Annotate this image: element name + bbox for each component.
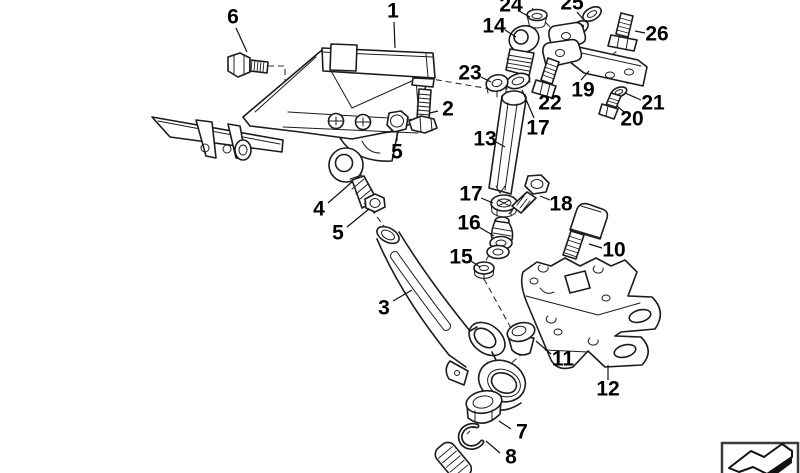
angled-arrow-emblem-icon <box>728 443 793 473</box>
part-label-21-15: 21 <box>641 92 665 115</box>
part-label-10-22: 10 <box>602 239 625 262</box>
part-10-bolt-drawing <box>562 202 609 260</box>
part-label-16-20: 16 <box>457 212 480 235</box>
part-12-bracket-drawing <box>520 257 662 370</box>
part-label-13-7: 13 <box>473 128 496 151</box>
callout-leader-20-16 <box>616 105 625 113</box>
part-label-25-11: 25 <box>560 0 584 15</box>
part-label-17-19: 17 <box>459 183 482 206</box>
part-label-5-5: 5 <box>332 222 344 245</box>
part-label-2-2: 2 <box>442 98 454 121</box>
part-23-nut-drawing <box>485 73 509 98</box>
callout-leader-21-15 <box>624 92 642 101</box>
callout-leader-4-4 <box>327 181 353 204</box>
part-label-17-17: 17 <box>526 117 549 140</box>
callout-leader-25-11 <box>576 11 584 20</box>
callout-leader-10-22 <box>588 243 603 249</box>
part-label-5-3: 5 <box>391 141 403 164</box>
part-label-12-24: 12 <box>596 378 619 401</box>
callout-leader-3-6 <box>392 289 413 302</box>
part-13-damper-drawing <box>488 90 527 195</box>
part-20-bolt-drawing <box>598 92 622 120</box>
callout-leader-11-23 <box>535 340 552 355</box>
part-5-nut-lower-drawing <box>364 193 386 213</box>
part-4-rod-end-drawing <box>328 147 378 209</box>
part-19-bracket-drawing <box>542 21 648 87</box>
part-5-nut-upper-drawing <box>386 110 409 133</box>
corner-logo <box>720 441 800 473</box>
part-label-20-16: 20 <box>620 108 643 131</box>
callout-leader-14-9 <box>504 29 517 38</box>
part-17-washer-upper-drawing <box>505 72 531 90</box>
part-9-bolt-drawing <box>434 441 473 473</box>
part-label-23-8: 23 <box>458 62 481 85</box>
part-label-19-13: 19 <box>571 79 594 102</box>
part-16-bushing-drawing <box>486 216 514 260</box>
part-label-18-18: 18 <box>549 193 573 216</box>
callout-leader-2-2 <box>429 110 439 114</box>
part-label-22-14: 22 <box>538 92 561 115</box>
part-11-bushing-drawing <box>506 321 536 356</box>
callout-leader-1-1 <box>393 21 396 49</box>
part-label-4-4: 4 <box>313 198 325 221</box>
callout-leader-15-21 <box>470 260 481 268</box>
callout-leader-13-7 <box>495 141 506 148</box>
part-22-bolt-drawing <box>531 57 560 99</box>
part-label-26-12: 26 <box>645 23 668 46</box>
callout-leader-18-18 <box>539 195 551 201</box>
part-label-7-25: 7 <box>516 421 528 444</box>
part-label-8-26: 8 <box>505 446 517 469</box>
part-label-24-10: 24 <box>499 0 523 17</box>
part-label-3-6: 3 <box>378 297 390 320</box>
callout-leader-8-26 <box>485 440 501 454</box>
callout-leader-19-13 <box>580 70 590 81</box>
callout-leader-7-25 <box>498 420 512 430</box>
part-18-bolt-drawing <box>511 174 550 214</box>
part-7-bushing-drawing <box>465 389 503 424</box>
part-label-14-9: 14 <box>482 15 506 38</box>
angled-arrow-emblem-shadow <box>768 457 792 473</box>
part-26-bolt-drawing <box>607 12 638 52</box>
callout-leader-23-8 <box>480 76 492 83</box>
part-24-bushing-drawing <box>526 8 548 29</box>
callout-leader-6-0 <box>235 27 248 53</box>
callout-leader-5-5 <box>346 208 370 228</box>
part-label-15-21: 15 <box>449 246 473 269</box>
part-label-1-1: 1 <box>387 0 399 23</box>
part-2-bolt-drawing <box>408 88 438 134</box>
part-label-6-0: 6 <box>227 6 239 29</box>
part-6-bolt-drawing <box>227 52 269 78</box>
part-8-circlip-drawing <box>457 422 485 450</box>
callout-leader-16-20 <box>478 226 495 237</box>
callout-leader-26-12 <box>634 30 646 34</box>
callout-leader-17-17 <box>521 89 535 119</box>
part-label-11-23: 11 <box>552 348 575 371</box>
callout-leader-22-14 <box>552 87 556 96</box>
callout-leader-17-19 <box>480 197 494 204</box>
part-15-nut-drawing <box>473 261 495 281</box>
part-14-rod-end-drawing <box>505 24 540 77</box>
callout-leader-24-10 <box>518 10 531 18</box>
